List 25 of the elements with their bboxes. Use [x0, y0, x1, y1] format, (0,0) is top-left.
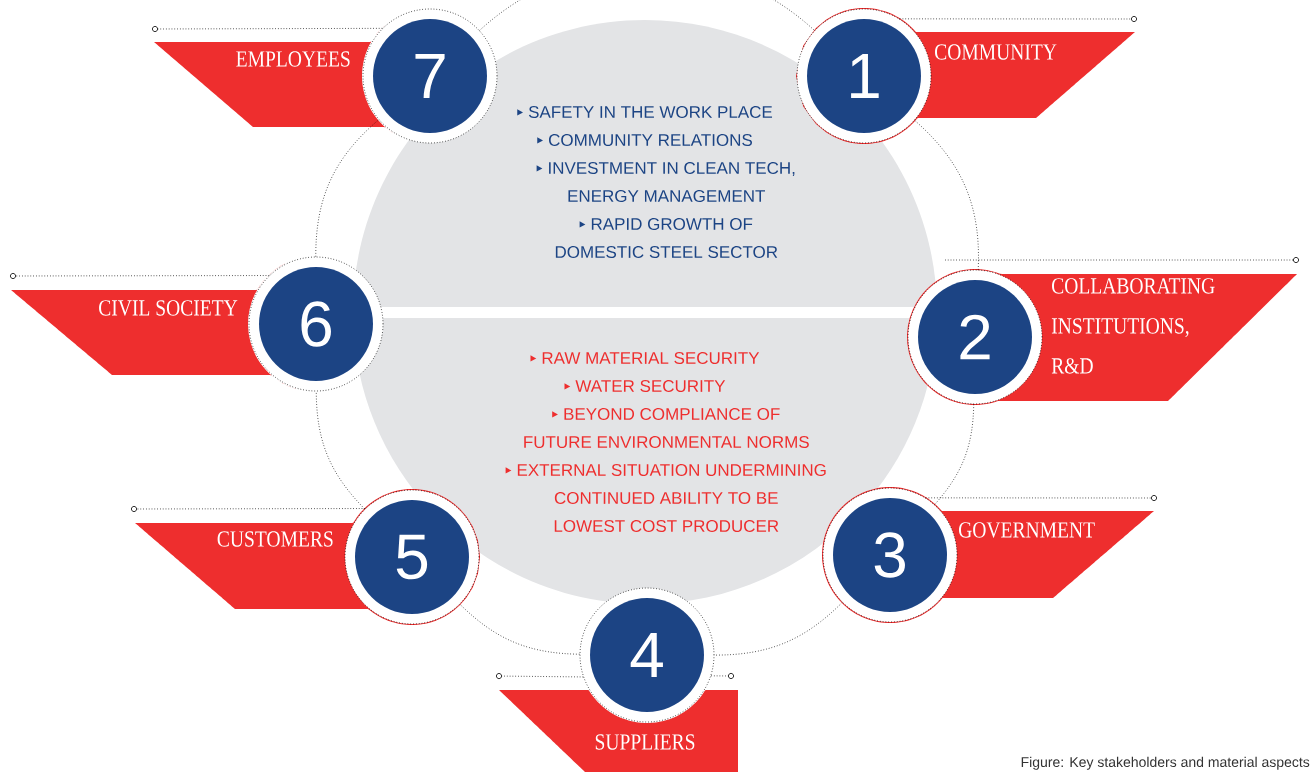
dotted-arc [479, 0, 815, 31]
node-label: 5 [396, 534, 428, 580]
list-item: WATER SECURITY [564, 380, 726, 393]
node-label: 4 [630, 632, 663, 678]
list-item: RAW MATERIAL SECURITY [530, 352, 760, 365]
list-item: RAPID GROWTH OF DOMESTIC STEEL SECTOR [555, 218, 778, 259]
banner: SUPPLIERS [499, 690, 738, 772]
dotted-arc [459, 603, 580, 655]
node-label: 6 [301, 301, 331, 347]
node-label: 1 [851, 53, 879, 99]
dotted-arc [714, 602, 843, 656]
dotted-arc [315, 391, 366, 510]
node-label: 3 [874, 532, 905, 578]
node-label: 2 [960, 314, 990, 360]
dotted-arc [914, 120, 979, 271]
banner: CIVIL SOCIETY [11, 262, 296, 389]
caption: Figure: Key stakeholders and material aspects [1021, 756, 1310, 770]
dotted-arc [315, 119, 380, 257]
list-item: INVESTMENT IN CLEAN TECH, ENERGY MANAGEMENT [536, 162, 795, 203]
list-item: SAFETY IN THE WORK PLACE [517, 106, 773, 119]
node-label: 7 [415, 53, 445, 99]
list-item: BEYOND COMPLIANCE OF FUTURE ENVIRONMENTAL NORMS [524, 408, 809, 449]
dotted-arc [934, 404, 975, 505]
list-item: COMMUNITY RELATIONS [537, 134, 752, 147]
banner: EMPLOYEES [154, 25, 396, 135]
